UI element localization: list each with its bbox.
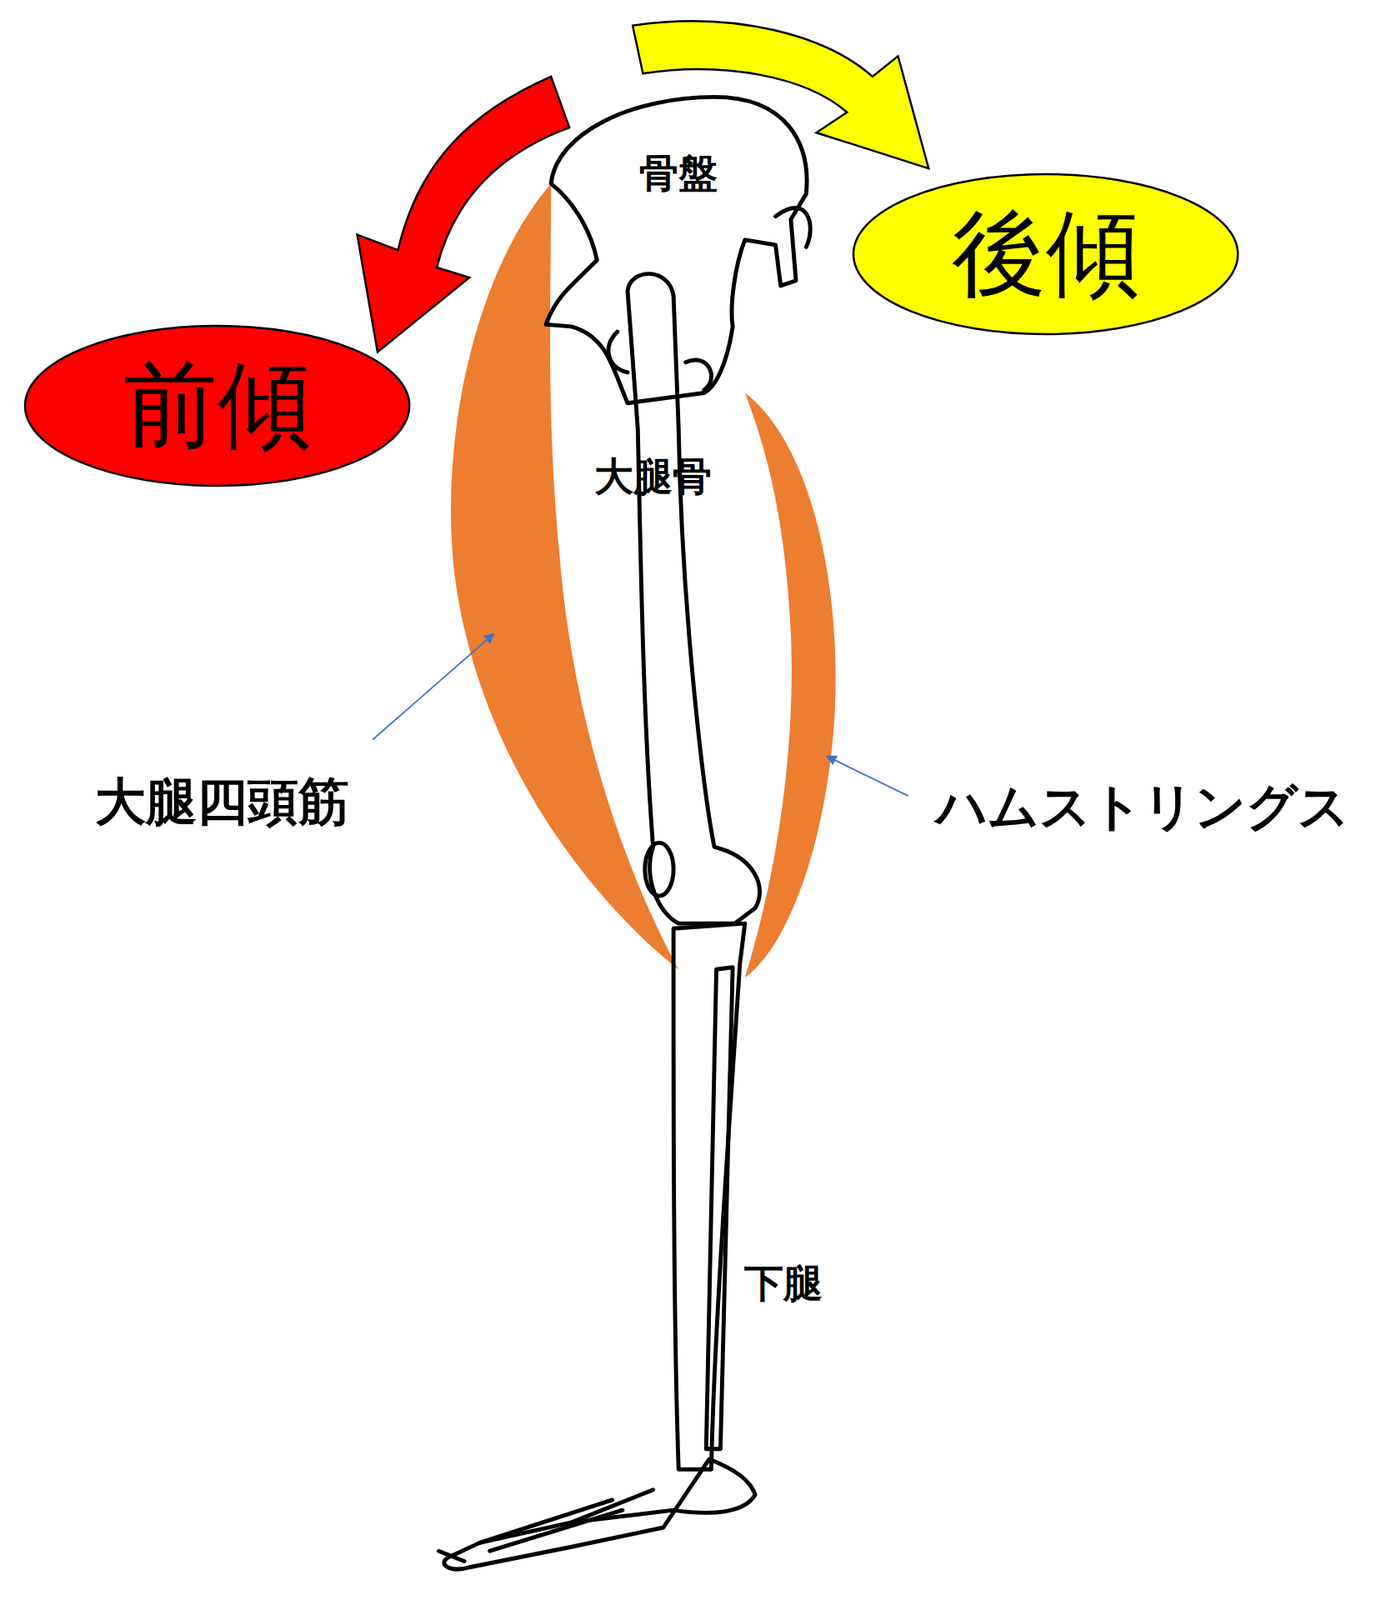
tilt-label: 前傾 bbox=[123, 354, 312, 458]
part-label: 下腿 bbox=[744, 1262, 823, 1306]
ellipse-outline bbox=[853, 174, 1238, 335]
part-label: 大腿四頭筋 bbox=[95, 773, 350, 830]
toe-lines bbox=[438, 1490, 653, 1562]
part-label: 骨盤 bbox=[639, 152, 718, 196]
part-label: 大腿骨 bbox=[594, 455, 712, 499]
sacrum bbox=[775, 208, 811, 248]
tilt-ellipse: 前傾 bbox=[23, 324, 411, 488]
quadriceps-muscle bbox=[450, 183, 679, 970]
leader-line bbox=[826, 755, 909, 796]
pubis bbox=[608, 331, 628, 373]
greater-trochanter bbox=[685, 360, 712, 391]
ellipse-outline bbox=[25, 325, 410, 486]
tilt-ellipse: 後傾 bbox=[851, 172, 1240, 336]
tilt-label: 後傾 bbox=[951, 202, 1141, 306]
fibula-bone bbox=[705, 967, 733, 1450]
patella bbox=[645, 842, 674, 896]
part-label: ハムストリングス bbox=[935, 778, 1350, 835]
femur-bone bbox=[627, 274, 760, 925]
leader-line bbox=[372, 633, 495, 740]
posterior-tilt-arrow bbox=[632, 20, 929, 169]
tibia-bone bbox=[673, 923, 746, 1470]
